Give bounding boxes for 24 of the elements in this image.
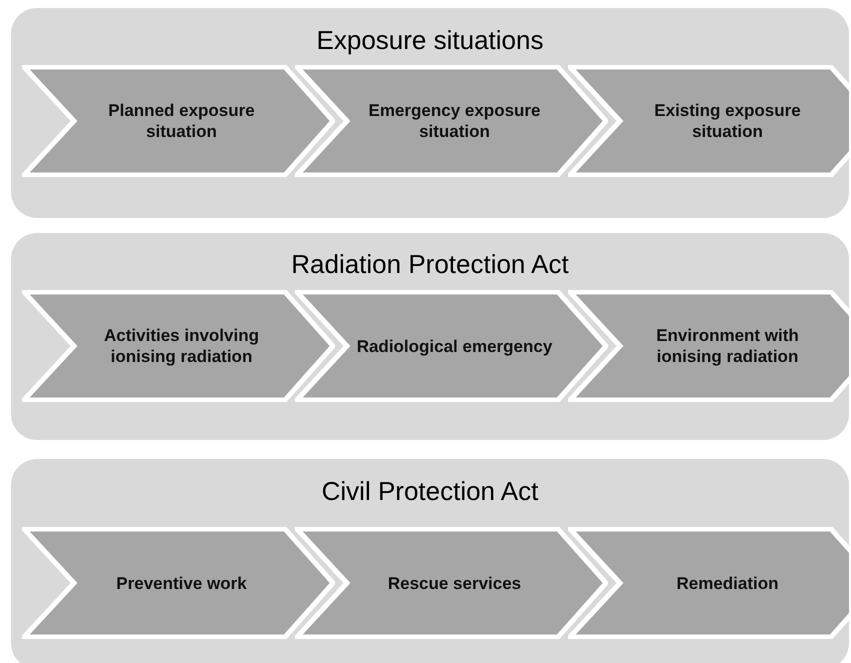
step-label: Activities involving ionising radiation (103, 325, 260, 368)
step-label: Emergency exposure situation (368, 100, 542, 143)
section-title: Civil Protection Act (320, 476, 540, 507)
step-label: Existing exposure situation (653, 100, 802, 143)
step-label: Planned exposure situation (107, 100, 256, 143)
chevron-step (22, 527, 335, 639)
chevron-step (568, 65, 849, 177)
section-title: Radiation Protection Act (290, 249, 570, 280)
section-panel (11, 459, 849, 663)
chevron-step (295, 65, 608, 177)
step-label: Rescue services (386, 572, 522, 594)
chevron-step (568, 290, 849, 402)
section-panel (11, 233, 849, 440)
step-label: Remediation (675, 572, 780, 594)
chevron-step (568, 527, 849, 639)
chevron-step (295, 290, 608, 402)
chevron-step (22, 290, 335, 402)
chevron-step (22, 65, 335, 177)
step-label: Radiological emergency (356, 336, 554, 358)
section-panel (11, 8, 849, 218)
chevron-step (295, 527, 608, 639)
step-label: Preventive work (115, 572, 248, 594)
step-label: Environment with ionising radiation (655, 325, 800, 368)
section-title: Exposure situations (316, 25, 544, 56)
